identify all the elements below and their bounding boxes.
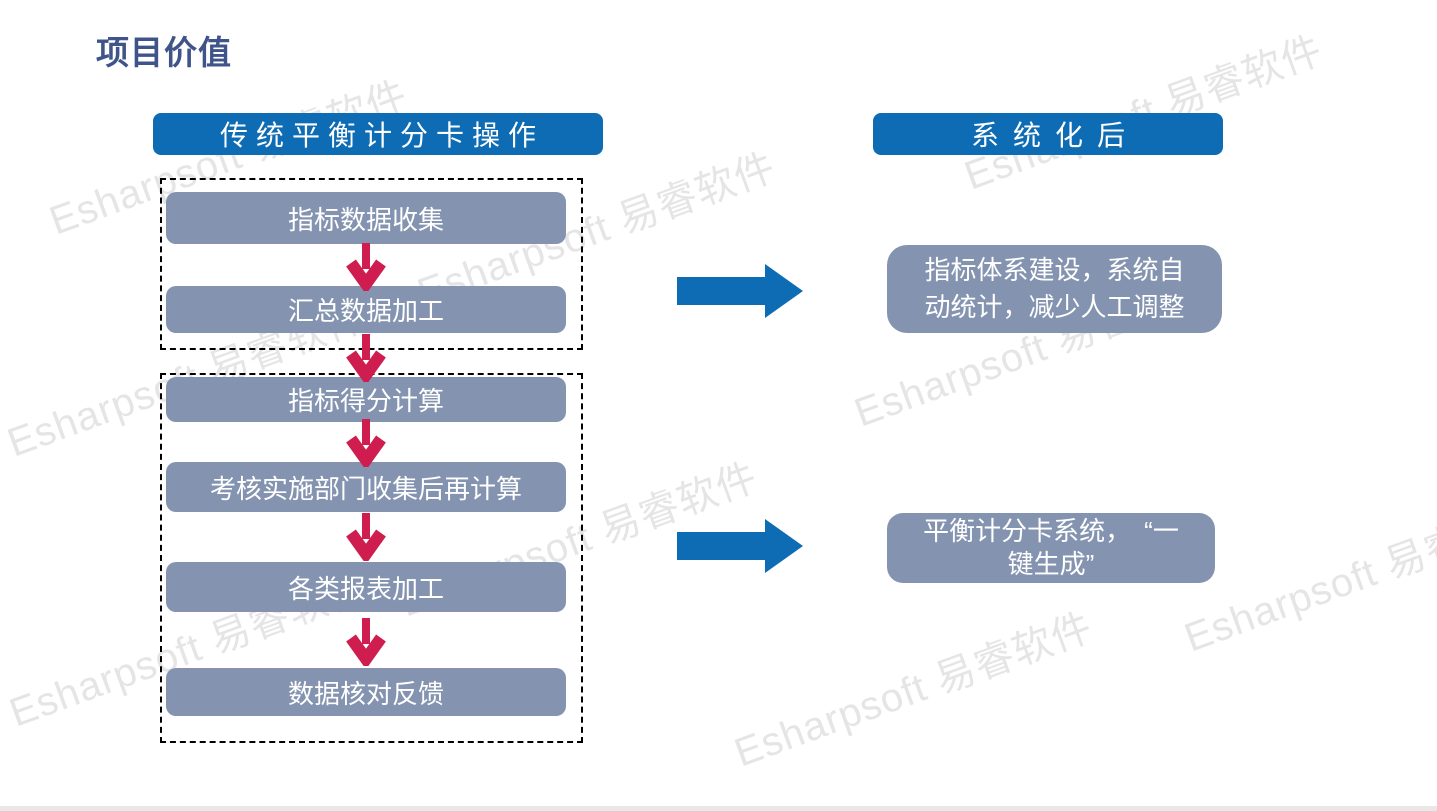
flow-step: 考核实施部门收集后再计算 xyxy=(166,462,566,512)
flow-step: 指标得分计算 xyxy=(166,377,566,422)
watermark: Esharpsoft 易睿软件 xyxy=(959,28,1329,198)
flow-step: 数据核对反馈 xyxy=(166,668,566,716)
dashed-group-frame-1 xyxy=(160,178,583,350)
down-arrow-icon xyxy=(346,618,386,666)
down-arrow-icon xyxy=(346,243,386,291)
down-arrow-icon xyxy=(346,419,386,467)
bottom-divider xyxy=(0,806,1437,811)
flow-step: 指标数据收集 xyxy=(166,192,566,244)
page-title: 项目价值 xyxy=(96,34,232,71)
right-column-header: 系统化后 xyxy=(873,113,1223,155)
result-box: 指标体系建设，系统自 动统计，减少人工调整 xyxy=(887,245,1222,333)
flow-step: 各类报表加工 xyxy=(166,562,566,612)
watermark: Esharpsoft 易睿软件 xyxy=(728,605,1099,776)
flow-step: 汇总数据加工 xyxy=(166,286,566,333)
result-line: 平衡计分卡系统， “一 xyxy=(923,516,1179,546)
result-line: 指标体系建设，系统自 xyxy=(924,255,1185,285)
down-arrow-icon xyxy=(346,334,386,382)
left-column-header: 传统平衡计分卡操作 xyxy=(153,113,603,155)
down-arrow-icon xyxy=(346,513,386,561)
result-box: 平衡计分卡系统， “一 键生成” xyxy=(887,513,1215,583)
right-arrow-icon xyxy=(677,519,803,573)
right-arrow-icon xyxy=(677,264,803,318)
result-line: 键生成” xyxy=(1007,549,1095,579)
result-line: 动统计，减少人工调整 xyxy=(924,292,1185,322)
